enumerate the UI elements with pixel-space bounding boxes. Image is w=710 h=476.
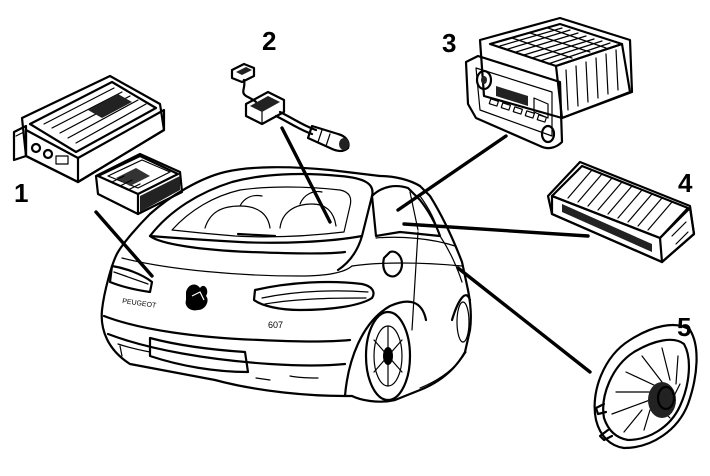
leader-line-4 <box>402 222 590 238</box>
left-tail-light <box>108 264 154 294</box>
callout-number-4: 4 <box>678 168 693 198</box>
component-5-speaker <box>593 323 698 450</box>
rear-wheel <box>364 310 412 402</box>
callout-number-5: 5 <box>677 312 691 342</box>
leader-line-5 <box>456 266 592 374</box>
right-tail-light <box>252 280 375 312</box>
callout-number-3: 3 <box>442 28 456 58</box>
component-2-wiring-control <box>230 62 350 153</box>
car-illustration: PEUGEOT 607 <box>100 166 472 403</box>
callout-numbers: 1 2 3 4 5 <box>14 26 693 342</box>
peugeot-lion-logo <box>185 284 208 311</box>
leader-lines <box>94 126 592 374</box>
car-model-badge: PEUGEOT <box>122 298 158 310</box>
leader-line-2 <box>280 126 332 224</box>
component-1-amplifier-module <box>12 74 184 216</box>
component-3-radio-head-unit <box>464 16 634 150</box>
leader-line-1 <box>94 210 154 278</box>
callout-number-2: 2 <box>262 26 276 56</box>
car-model-number: 607 <box>268 320 283 330</box>
leader-line-3 <box>396 134 508 212</box>
callout-number-1: 1 <box>14 178 28 208</box>
component-4-display-unit <box>546 160 696 264</box>
